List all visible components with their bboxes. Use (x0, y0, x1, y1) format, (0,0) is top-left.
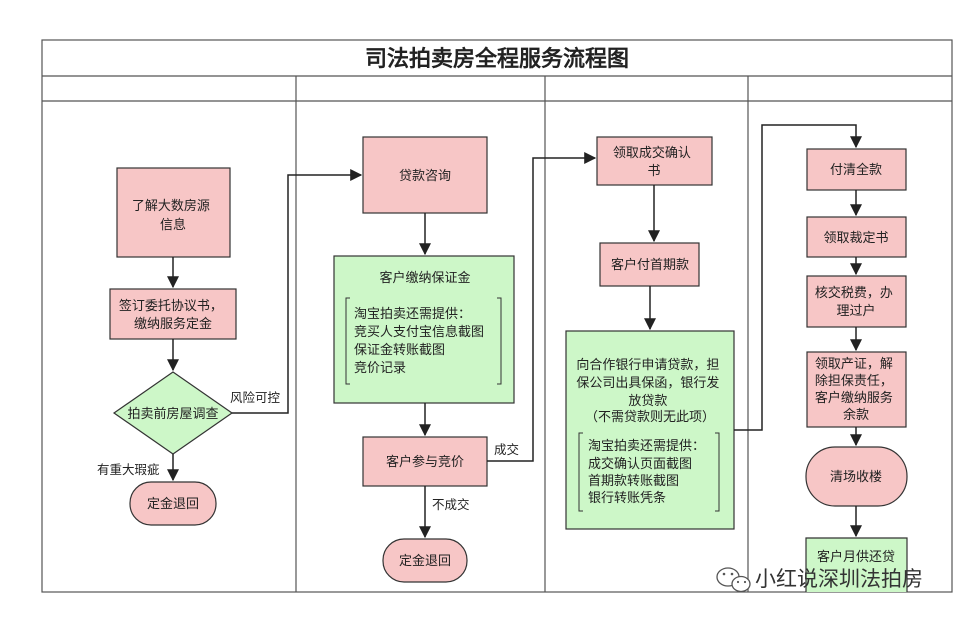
node-text-line: 客户缴纳服务 (815, 390, 893, 406)
node-text-line: 了解大数房源 (132, 198, 210, 214)
node-monthly-payment: 客户月供还贷 (805, 537, 908, 592)
node-text-line: 信息 (160, 217, 186, 233)
node-learn-listing: 了解大数房源 信息 (116, 167, 231, 258)
connectors (167, 124, 862, 539)
node-deposit-refund-1: 定金退回 (129, 481, 217, 526)
node-text-line: 领取成交确认 (613, 145, 691, 161)
node-pay-down-payment: 客户付首期款 (599, 242, 700, 287)
node-text-line: 定金退回 (399, 553, 451, 569)
node-note-line: 淘宝拍卖还需提供： (588, 438, 705, 454)
node-title: 客户缴纳保证金 (379, 270, 470, 286)
node-text-line: 付清全款 (830, 162, 882, 178)
node-text-line: （不需贷款则无此项） (585, 410, 715, 425)
edge-label-no-deal: 不成交 (432, 497, 470, 512)
node-text-line: 拍卖前房屋调查 (127, 406, 218, 422)
svg-text:了解大数房源 信息: 了解大数房源 信息 (132, 198, 214, 233)
watermark: 小红说深圳法拍房 (716, 567, 923, 593)
node-loan-consult: 贷款咨询 (362, 136, 488, 214)
edge-survey-to-consult (232, 169, 363, 414)
swimlane-frame (41, 39, 953, 593)
edge-bidding-to-confirmation (487, 152, 597, 462)
node-text-line: 客户月供还贷 (817, 549, 895, 565)
svg-text:领取产证，解 除担保责任， 客户缴纳: 领取产证，解 除担保责任， 客户缴纳服务 余款 (815, 357, 897, 423)
node-note-line: 银行转账凭条 (588, 490, 666, 506)
wechat-icon (716, 567, 751, 593)
node-text-line: 核交税费，办 (815, 285, 893, 301)
node-pay-full: 付清全款 (806, 148, 907, 191)
node-text-line: 清场收楼 (830, 470, 882, 485)
page-title: 司法拍卖房全程服务流程图 (365, 46, 629, 72)
watermark-text: 小红说深圳法拍房 (755, 567, 923, 591)
node-text-line: 领取裁定书 (823, 230, 888, 246)
edge-label-major-defect: 有重大瑕疵 (97, 462, 160, 477)
node-text-line: 领取产证，解 (815, 357, 893, 372)
node-bank-loan: 向合作银行申请贷款，担 保公司出具保函，银行发 放贷款 （不需贷款则无此项） 淘… (565, 330, 735, 530)
node-pay-deposit: 客户缴纳保证金 淘宝拍卖还需提供： 竞买人支付宝信息截图 保证金转账截图 竞价记… (333, 255, 515, 404)
node-text-line: 贷款咨询 (399, 169, 451, 184)
node-clear-house: 清场收楼 (805, 446, 908, 507)
svg-text:签订委托协议书， 缴纳服务定金: 签订委托协议书， 缴纳服务定金 (119, 298, 227, 332)
edge-loan-to-payfull (734, 124, 862, 431)
node-text-line: 放贷款 (628, 394, 667, 409)
node-text-line: 缴纳服务定金 (134, 316, 212, 332)
node-deposit-refund-2: 定金退回 (382, 538, 468, 583)
node-text-line: 理过户 (836, 303, 875, 319)
node-note-line: 保证金转账截图 (354, 342, 445, 358)
node-note-line: 淘宝拍卖还需提供： (354, 306, 471, 322)
node-pre-auction-survey: 拍卖前房屋调查 (112, 371, 234, 455)
node-text-line: 向合作银行申请贷款，担 (576, 357, 719, 373)
node-tax-transfer: 核交税费，办 理过户 (806, 275, 907, 328)
edge-label-deal: 成交 (494, 442, 519, 457)
svg-text:淘宝拍卖还需提供： 成交确认页面截图: 淘宝拍卖还需提供： 成交确认页面截图 首期款转账截图 银行转账凭条 (588, 438, 709, 506)
node-text-line: 除担保责任， (815, 374, 893, 389)
node-note-line: 竞买人支付宝信息截图 (354, 324, 484, 340)
node-text-line: 定金退回 (147, 496, 199, 512)
svg-text:淘宝拍卖还需提供： 竞买人支付宝信息截图: 淘宝拍卖还需提供： 竞买人支付宝信息截图 保证金转账截图 竞价记录 (354, 306, 488, 376)
node-text-line: 签订委托协议书， (119, 298, 223, 314)
node-text-line: 保公司出具保函，银行发 (576, 375, 719, 391)
node-text-line: 客户付首期款 (611, 257, 689, 273)
edge-label-risk-controllable: 风险可控 (230, 390, 281, 405)
node-get-ruling: 领取裁定书 (806, 216, 907, 258)
node-note-line: 成交确认页面截图 (588, 456, 692, 472)
svg-text:领取成交确认 书: 领取成交确认 书 (613, 145, 695, 179)
node-join-bidding: 客户参与竞价 (362, 436, 488, 487)
svg-text:向合作银行申请贷款，担 保公司出具保函，银行发: 向合作银行申请贷款，担 保公司出具保函，银行发 放贷款 （不需贷款则无此项） (576, 357, 723, 425)
svg-text:核交税费，办 理过户: 核交税费，办 理过户 (815, 285, 897, 319)
node-get-confirmation: 领取成交确认 书 (596, 136, 713, 186)
node-text-line: 余款 (843, 407, 869, 423)
node-note-line: 竞价记录 (354, 360, 406, 376)
node-get-certificate: 领取产证，解 除担保责任， 客户缴纳服务 余款 (806, 351, 907, 428)
node-text-line: 书 (647, 164, 660, 179)
node-text-line: 客户参与竞价 (386, 454, 464, 470)
node-note-line: 首期款转账截图 (588, 474, 679, 489)
node-sign-agreement: 签订委托协议书， 缴纳服务定金 (109, 288, 237, 340)
